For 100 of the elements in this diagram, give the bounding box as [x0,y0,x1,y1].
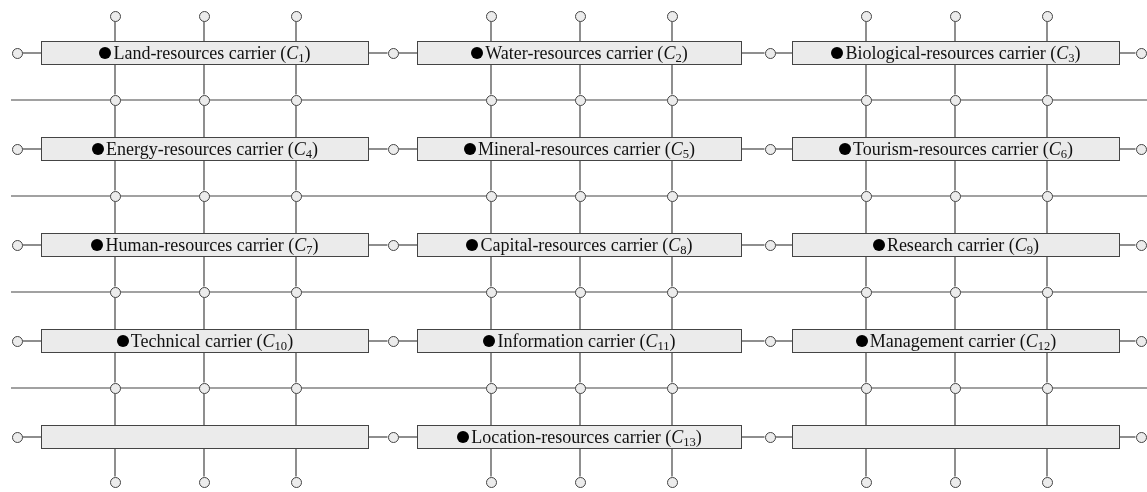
node-circle [485,10,497,22]
connector-line [954,352,956,384]
carrier-label: Research carrier (C$_{9}$) [886,236,1040,254]
connector-line [579,448,581,478]
carrier-box [41,41,369,65]
connector-line [579,296,581,330]
node-circle [860,476,872,488]
connector-line [1119,340,1137,342]
node-circle [198,10,210,22]
node-circle [666,94,678,106]
node-circle [574,476,586,488]
carrier-label: Water-resources carrier (C$_{2}$) [485,44,688,62]
node-circle [860,286,872,298]
connector-line [295,256,297,288]
node-circle [485,190,497,202]
node-circle [290,286,302,298]
node-circle [198,476,210,488]
connector-line [579,392,581,426]
connector-line [490,200,492,234]
connector-line [671,160,673,192]
connector-line [203,64,205,96]
node-circle [290,94,302,106]
connector-line [295,64,297,96]
connector-line [954,296,956,330]
node-circle [949,476,961,488]
carrier-label: Technical carrier (C$_{10}$) [130,332,294,350]
connector-line [295,352,297,384]
connector-line [490,448,492,478]
connector-line [397,244,418,246]
carrier-label: Land-resources carrier (C$_{1}$) [113,44,311,62]
connector-line [579,160,581,192]
carrier-box [41,233,369,257]
node-circle [387,335,399,347]
connector-line [295,200,297,234]
connector-line [865,296,867,330]
connector-line [579,20,581,42]
node-circle [764,47,776,59]
node-circle [949,10,961,22]
carrier-box [792,41,1120,65]
connector-line [203,352,205,384]
connector-line [490,160,492,192]
connector-line [741,340,766,342]
connector-line [490,104,492,138]
connector-line [1046,104,1048,138]
connector-line [21,244,42,246]
node-circle [764,335,776,347]
node-circle [764,239,776,251]
connector-line [203,200,205,234]
connector-line [295,104,297,138]
node-circle [574,190,586,202]
node-circle [109,190,121,202]
node-circle [485,382,497,394]
carrier-box [417,329,742,353]
connector-line [579,104,581,138]
connector-line [1046,200,1048,234]
carrier-box [417,41,742,65]
node-circle [1041,190,1053,202]
connector-line [579,352,581,384]
connector-line [1046,392,1048,426]
connector-line [21,340,42,342]
connector-line [954,20,956,42]
connector-line [954,64,956,96]
node-circle [666,286,678,298]
connector-line [954,256,956,288]
connector-line [579,256,581,288]
connector-line [579,200,581,234]
connector-line [774,340,793,342]
node-circle [198,94,210,106]
node-circle [198,286,210,298]
carrier-box [792,233,1120,257]
node-circle [1135,431,1147,443]
node-circle [1041,382,1053,394]
node-circle [860,382,872,394]
node-circle [574,10,586,22]
connector-line [114,200,116,234]
node-circle [198,382,210,394]
node-circle [574,94,586,106]
carrier-box [41,425,369,449]
connector-line [368,244,389,246]
node-circle [387,143,399,155]
connector-line [368,52,389,54]
connector-line [114,448,116,478]
carrier-box [41,137,369,161]
connector-line [865,160,867,192]
connector-line [1119,52,1137,54]
node-circle [949,94,961,106]
node-circle [1135,335,1147,347]
connector-line [203,296,205,330]
connector-line [671,392,673,426]
connector-line [203,392,205,426]
connector-line [671,296,673,330]
node-circle [666,382,678,394]
connector-line [295,160,297,192]
connector-line [114,392,116,426]
node-circle [290,476,302,488]
connector-line [490,256,492,288]
connector-line [114,352,116,384]
node-circle [1135,47,1147,59]
connector-line [774,436,793,438]
node-circle [1135,143,1147,155]
